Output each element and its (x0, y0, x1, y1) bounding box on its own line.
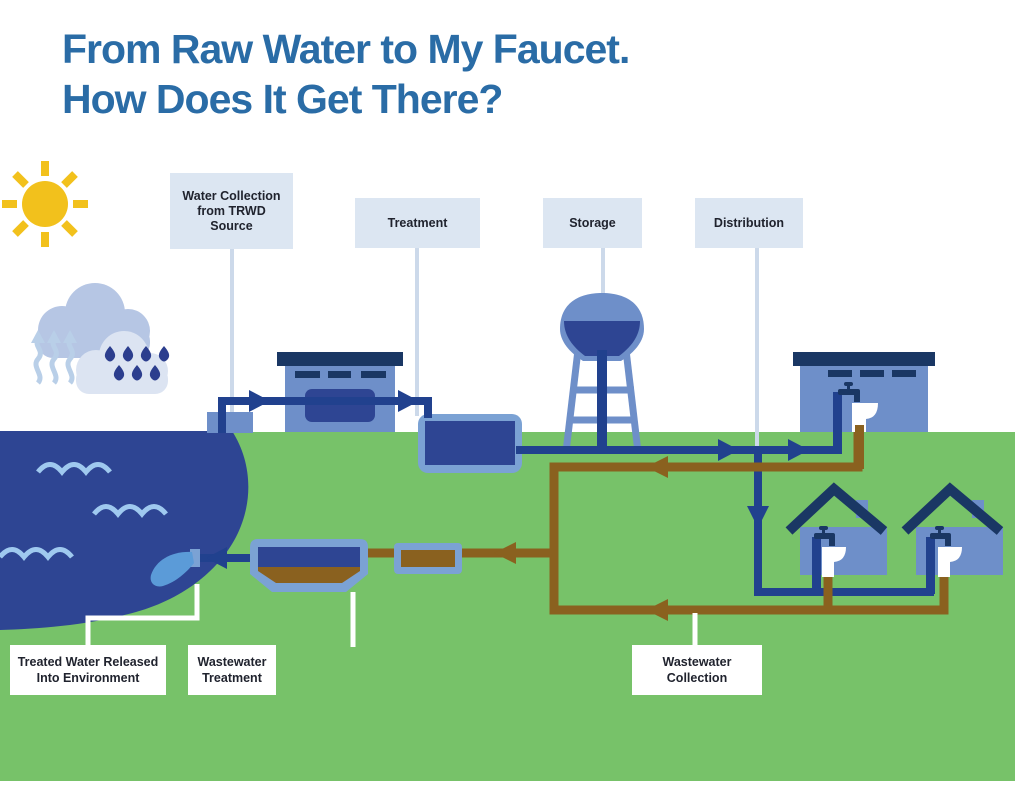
sink-icon (938, 547, 962, 577)
evaporation-arrows-icon (31, 330, 77, 385)
window-icon (828, 370, 916, 377)
raindrops-icon (104, 346, 170, 381)
wave-icon (0, 462, 168, 561)
house-icon (901, 482, 1004, 594)
faucet-icon (814, 526, 835, 546)
faucet-icon (930, 526, 951, 546)
page-title: From Raw Water to My Faucet. How Does It… (62, 26, 630, 122)
flow-arrow-icon (494, 456, 668, 621)
intake-structure (207, 412, 253, 433)
label-treated-water-released: Treated Water Released Into Environment (10, 645, 166, 695)
clarifier-tank (250, 539, 368, 592)
water-tower (560, 293, 644, 453)
stage-label-treatment: Treatment (355, 198, 480, 248)
outfall-splash-icon (150, 549, 200, 587)
flow-arrow-icon (206, 390, 809, 569)
lake (0, 431, 249, 630)
sludge-tank (394, 543, 462, 574)
stage-leader-lines (230, 248, 759, 450)
sink-icon (822, 547, 846, 577)
stage-label-storage: Storage (543, 198, 642, 248)
house-icon (785, 482, 888, 594)
sink-icon (852, 403, 878, 432)
clear-well-basin (418, 414, 522, 473)
label-wastewater-treatment: Wastewater Treatment (188, 645, 276, 695)
bottom-leader-lines (85, 584, 698, 647)
label-wastewater-collection: Wastewater Collection (632, 645, 762, 695)
stage-label-water-collection: Water Collection from TRWD Source (170, 173, 293, 249)
sun-icon (2, 161, 88, 247)
distribution-building (793, 352, 935, 469)
faucet-icon (838, 382, 860, 402)
stage-label-distribution: Distribution (695, 198, 803, 248)
rain-cloud-icon (38, 283, 168, 394)
treatment-plant-building (277, 352, 403, 432)
window-icon (295, 371, 386, 378)
